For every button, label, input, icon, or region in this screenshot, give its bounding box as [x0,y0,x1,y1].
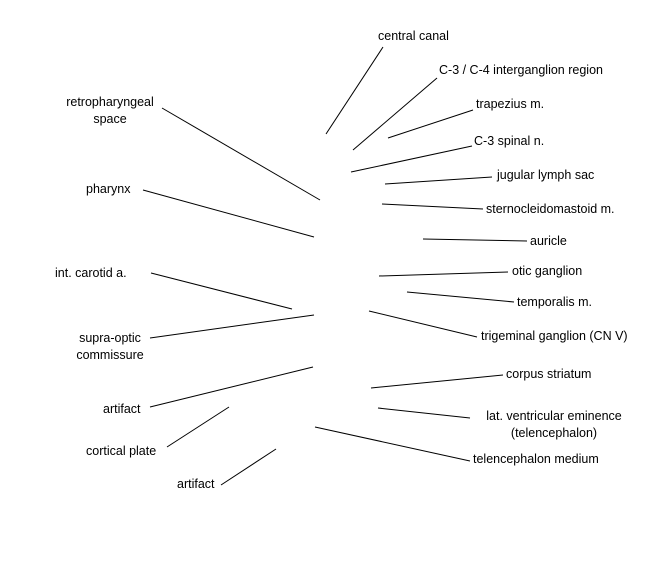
label-artifact-2: artifact [177,477,215,491]
label-lat-ventricular-eminence: lat. ventricular eminence (telencephalon… [474,408,634,442]
leader-retropharyngeal [161,107,321,201]
label-telencephalon-medium: telencephalon medium [473,452,599,466]
leader-artifact-2 [220,448,277,486]
leader-lat-ventricular-eminence [377,407,471,419]
leader-pharynx [142,189,315,238]
leader-c3-c4-interganglion [352,77,438,151]
label-lat-ventricular-eminence-line2: (telencephalon) [510,426,598,440]
leader-supra-optic [149,314,315,339]
label-supra-optic-line2: commissure [76,348,144,362]
label-supra-optic-line1: supra-optic [79,331,141,345]
label-pharynx: pharynx [86,182,131,196]
leader-auricle [422,238,528,242]
label-int-carotid: int. carotid a. [55,266,127,280]
leader-int-carotid [150,272,293,310]
leader-central-canal [325,46,384,135]
label-jugular-lymph-sac: jugular lymph sac [497,168,595,182]
label-sternocleidomastoid: sternocleidomastoid m. [486,202,615,216]
leader-otic-ganglion [378,271,509,277]
label-retropharyngeal-space: retropharyngeal space [52,94,168,128]
label-otic-ganglion: otic ganglion [512,264,583,278]
leader-jugular-lymph-sac [384,176,493,185]
label-lat-ventricular-eminence-line1: lat. ventricular eminence [486,409,622,423]
leader-corpus-striatum [370,374,504,389]
label-retropharyngeal-line1: retropharyngeal [66,95,154,109]
label-trigeminal-ganglion: trigeminal ganglion (CN V) [481,329,628,343]
label-c3-c4-interganglion: C-3 / C-4 interganglion region [439,63,603,77]
leader-trapezius [387,109,474,139]
label-central-canal: central canal [378,29,449,43]
label-cortical-plate: cortical plate [86,444,157,458]
label-supra-optic-commissure: supra-optic commissure [54,330,166,364]
leader-telencephalon-medium [314,426,471,462]
leader-temporalis [406,291,515,303]
label-auricle: auricle [530,234,567,248]
label-retropharyngeal-line2: space [93,112,127,126]
label-corpus-striatum: corpus striatum [506,367,592,381]
leader-artifact-1 [149,366,314,408]
label-trapezius: trapezius m. [476,97,545,111]
label-c3-spinal-nerve: C-3 spinal n. [474,134,545,148]
leader-c3-spinal-nerve [350,145,473,173]
leader-trigeminal-ganglion [368,310,478,338]
leader-sternocleidomastoid [381,203,484,210]
leader-cortical-plate [166,406,230,448]
label-temporalis: temporalis m. [517,295,593,309]
label-artifact-1: artifact [103,402,141,416]
